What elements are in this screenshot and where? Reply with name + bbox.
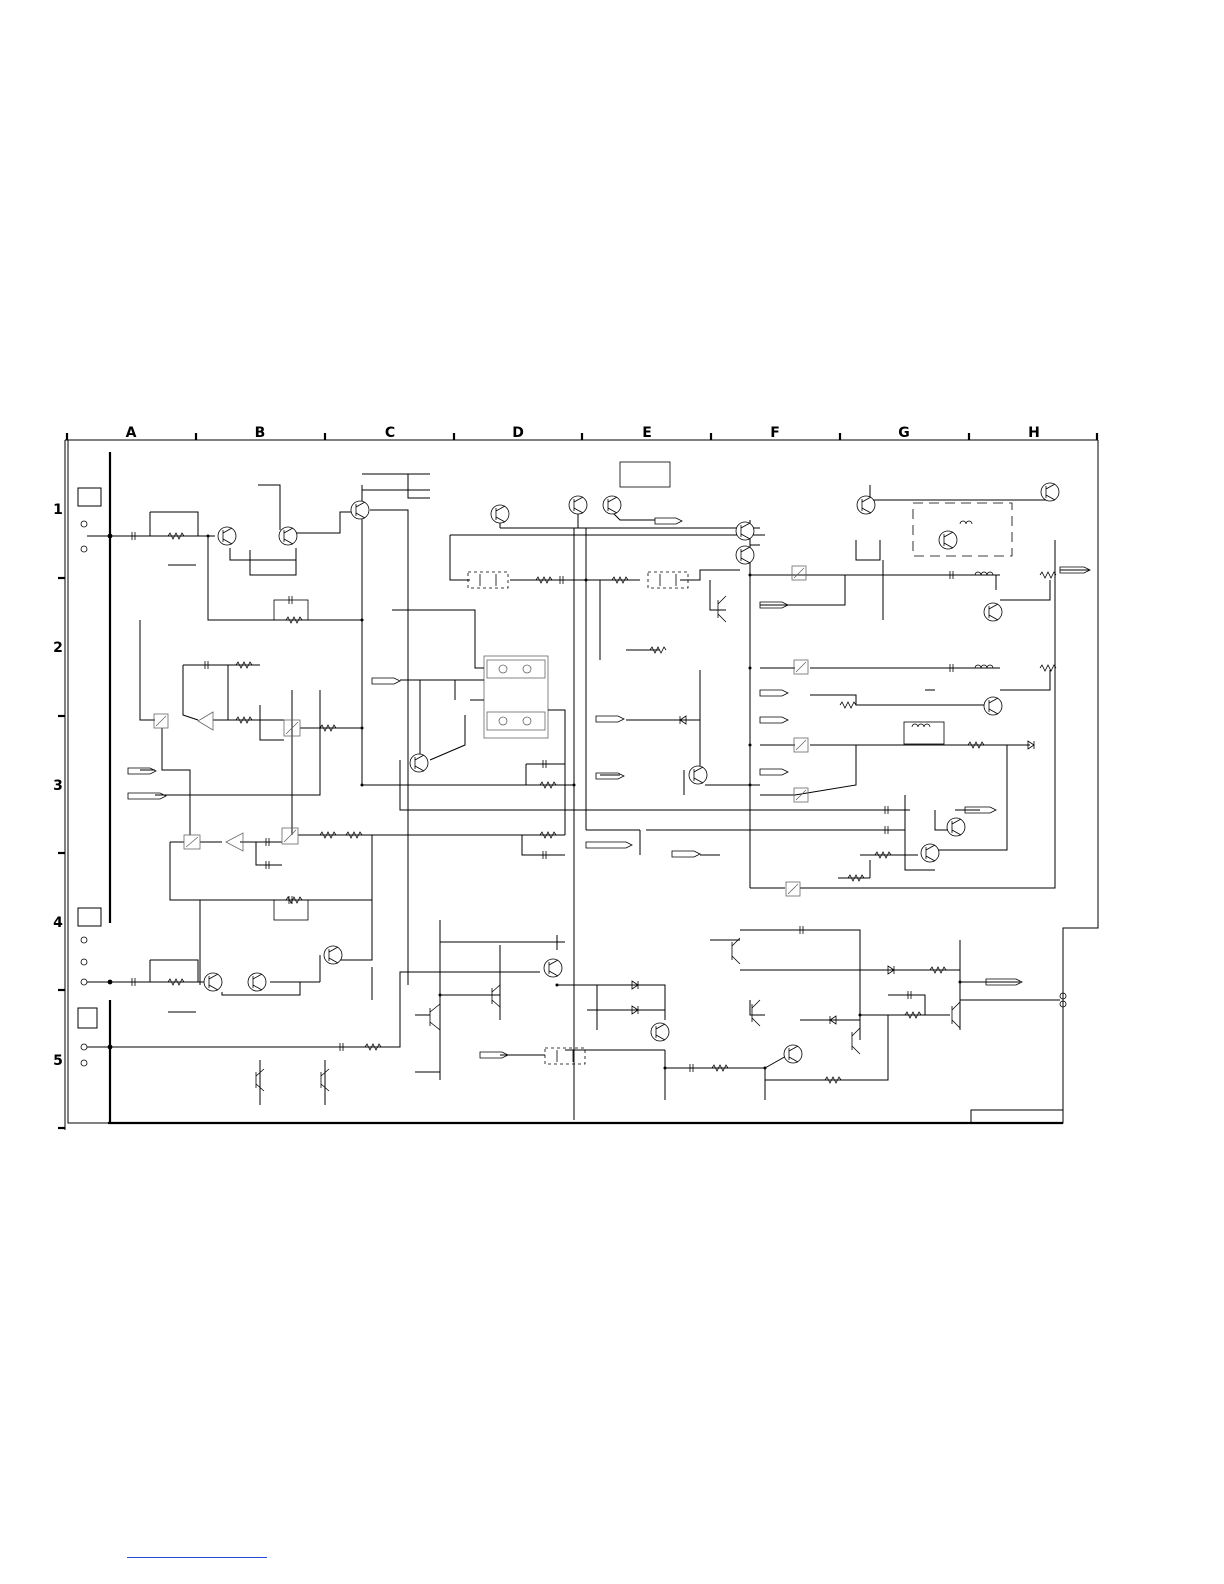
- transistor-icon: [651, 1023, 669, 1041]
- transistor-icon: [248, 973, 266, 991]
- grid-col-label: B: [255, 425, 266, 441]
- grid-col-label: G: [898, 425, 910, 441]
- transistor-icon: [279, 527, 297, 545]
- transistors: [204, 483, 1059, 1091]
- wiring: [110, 462, 1090, 1120]
- grid-row-labels: 1 2 3 4 5: [53, 502, 63, 1069]
- transistor-icon: [324, 946, 342, 964]
- transistor-icon: [410, 754, 428, 772]
- connector-boxes: [78, 488, 101, 1028]
- jack-icon: [81, 937, 112, 985]
- transistor-icon: [984, 603, 1002, 621]
- grid-col-label: H: [1028, 425, 1040, 441]
- transistor-icon: [430, 1004, 440, 1030]
- transistor-icon: [784, 1045, 802, 1063]
- footer-link-underline[interactable]: [127, 1557, 267, 1558]
- junction-dots: [108, 534, 962, 1070]
- jack-icon: [81, 1044, 112, 1066]
- transistor-icon: [736, 522, 754, 540]
- transistor-icon: [569, 496, 587, 514]
- transistor-icon: [603, 496, 621, 514]
- transistor-icon: [732, 938, 740, 964]
- transistor-icon: [718, 596, 726, 622]
- transistor-icon: [351, 501, 369, 519]
- relay-icon: [487, 712, 545, 730]
- switch-icon: [792, 566, 806, 580]
- grid-row-label: 3: [53, 778, 63, 794]
- offpage-connectors: [128, 518, 1090, 1058]
- transistor-icon: [1041, 483, 1059, 501]
- grid-row-label: 4: [53, 915, 63, 931]
- passive-components: [132, 521, 1056, 1083]
- grid-row-label: 2: [53, 640, 63, 656]
- transistor-icon: [939, 531, 957, 549]
- transistor-icon: [492, 985, 500, 1007]
- switch-icon: [794, 660, 808, 674]
- grid-col-label: C: [385, 425, 395, 441]
- transistor-icon: [689, 766, 707, 784]
- grid-col-label: D: [512, 425, 524, 441]
- transistor-icon: [736, 546, 754, 564]
- grid-row-label: 1: [53, 502, 63, 518]
- grid-col-label: A: [126, 425, 137, 441]
- jack-icon: [81, 521, 112, 552]
- ic-blocks: [154, 566, 808, 896]
- switch-icon: [786, 882, 800, 896]
- transistor-icon: [204, 973, 222, 991]
- transistor-icon: [984, 697, 1002, 715]
- transistor-icon: [952, 1002, 960, 1028]
- switch-icon: [282, 828, 298, 844]
- transistor-icon: [947, 818, 965, 836]
- switch-icon: [154, 714, 168, 728]
- transistor-icon: [544, 959, 562, 977]
- switch-icon: [794, 738, 808, 752]
- transistor-icon: [852, 1028, 860, 1054]
- transistor-icon: [752, 1000, 760, 1026]
- transistor-icon: [857, 496, 875, 514]
- transistor-icon: [218, 527, 236, 545]
- dual-transistor-icon: [468, 572, 508, 588]
- opamp-icon: [198, 712, 213, 730]
- transistor-icon: [491, 505, 509, 523]
- grid-col-label: F: [770, 425, 780, 441]
- relay-icon: [487, 660, 545, 678]
- switch-icon: [184, 835, 200, 849]
- grid-col-label: E: [642, 425, 652, 441]
- grid-row-label: 5: [53, 1053, 63, 1069]
- transistor-icon: [921, 844, 939, 862]
